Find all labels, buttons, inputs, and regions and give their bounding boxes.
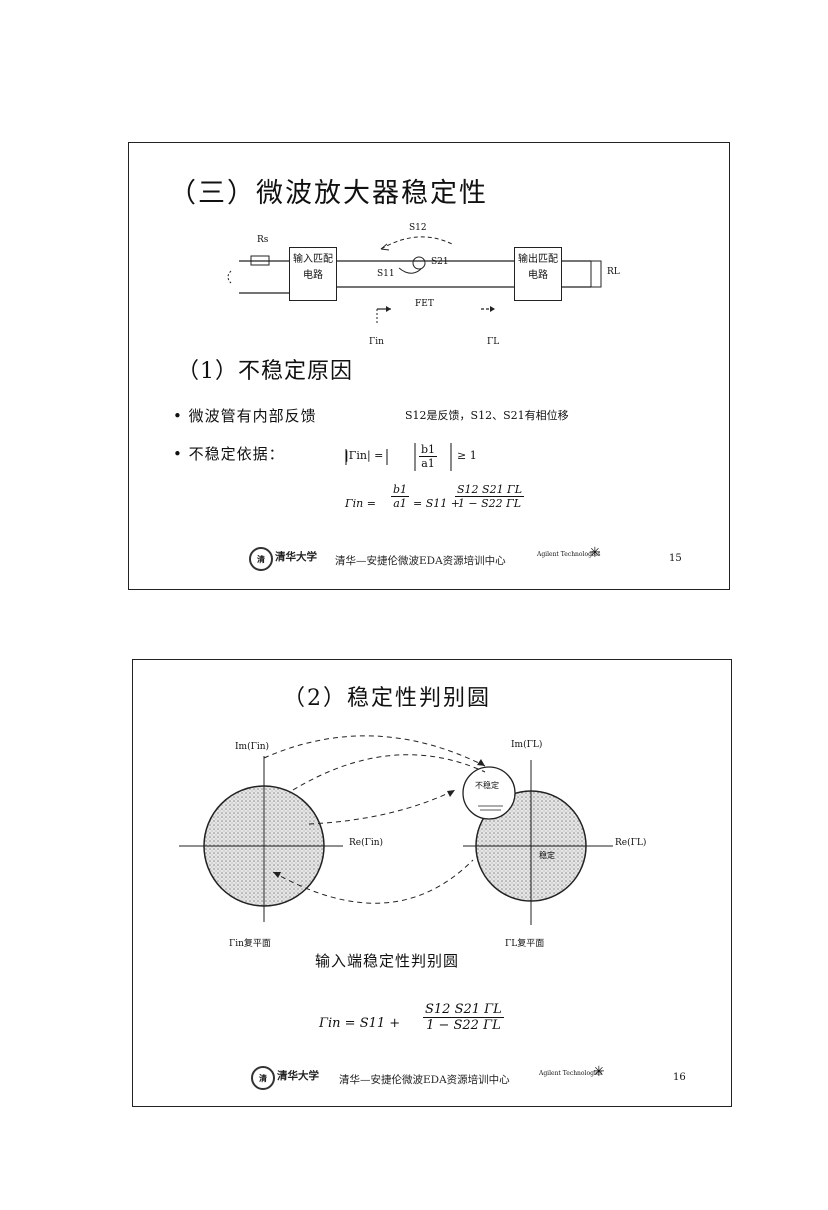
s12-label: S12 xyxy=(409,223,427,233)
left-re-axis-label: Re(Γin) xyxy=(349,838,384,848)
footer-center-name: 清华—安捷伦微波EDA资源培训中心 xyxy=(335,555,506,567)
gamma-in-label: Γin xyxy=(369,337,384,347)
rl-label: RL xyxy=(607,267,620,277)
criterion-rhs: ≥ 1 xyxy=(457,449,477,462)
formula-frac-num: S12 S21 ΓL xyxy=(423,1002,504,1018)
unstable-region-label: 不稳定 xyxy=(475,781,499,790)
stability-circle-diagram xyxy=(179,735,613,925)
criterion-numerator: b1 xyxy=(419,443,438,457)
section-subtitle: （1）不稳定原因 xyxy=(177,359,353,384)
page-number: 16 xyxy=(673,1072,686,1083)
right-im-axis-label: Im(ΓL) xyxy=(511,740,543,750)
right-re-axis-label: Re(ΓL) xyxy=(615,838,647,848)
formula-lhs: Γin = S11 + xyxy=(319,1016,401,1031)
formula-fraction-1: b1 a1 xyxy=(391,483,410,510)
amplifier-circuit-diagram xyxy=(227,236,602,471)
slide-title: （2）稳定性判别圆 xyxy=(283,686,491,711)
right-plane-label: ΓL复平面 xyxy=(505,939,545,949)
footer-university: 清华大学 xyxy=(277,1070,319,1082)
agilent-spark-icon: ✳ xyxy=(589,545,601,561)
footer-center-name: 清华—安捷伦微波EDA资源培训中心 xyxy=(339,1074,510,1086)
formula-lhs: Γin = xyxy=(345,497,376,510)
fet-label: FET xyxy=(415,299,434,309)
agilent-spark-icon: ✳ xyxy=(593,1064,605,1080)
slide-16: （2）稳定性判别圆 Im(Γin) Re(Γin) Im(ΓL) xyxy=(132,659,732,1107)
footer-university: 清华大学 xyxy=(275,551,317,563)
gamma-l-label: ΓL xyxy=(487,337,500,347)
output-matching-box: 输出匹配电路 xyxy=(514,247,562,301)
left-plane-label: Γin复平面 xyxy=(229,939,271,949)
footer-brand: Agilent Technologies xyxy=(537,551,601,558)
diagram-caption: 输入端稳定性判别圆 xyxy=(315,952,460,970)
formula-frac2-num: S12 S21 ΓL xyxy=(455,483,524,497)
formula-mid: = S11 + xyxy=(413,497,460,510)
page-number: 15 xyxy=(669,553,682,564)
slide-title: （三）微波放大器稳定性 xyxy=(169,178,488,209)
formula-frac-den: 1 − S22 ΓL xyxy=(426,1018,501,1033)
criterion-denominator: a1 xyxy=(421,457,435,470)
tsinghua-logo-icon: 清 xyxy=(249,547,273,571)
footer-brand: Agilent Technologies xyxy=(539,1070,603,1077)
criterion-lhs: |Γin| = xyxy=(345,449,384,462)
s11-label: S11 xyxy=(377,269,395,279)
formula-fraction: S12 S21 ΓL 1 − S22 ΓL xyxy=(423,1002,504,1033)
stable-region-label: 稳定 xyxy=(539,851,555,860)
slide-15: （三）微波放大器稳定性 Rs 输入匹配电路 输出匹配电路 RL S1 xyxy=(128,142,730,590)
s21-label: S21 xyxy=(431,257,449,267)
formula-frac1-num: b1 xyxy=(391,483,410,497)
input-matching-box: 输入匹配电路 xyxy=(289,247,337,301)
bullet-instability-criterion: • 不稳定依据： xyxy=(173,445,285,463)
bullet-internal-feedback: • 微波管有内部反馈 xyxy=(173,407,317,425)
rs-label: Rs xyxy=(257,235,269,245)
criterion-fraction: b1 a1 xyxy=(419,443,438,470)
formula-fraction-2: S12 S21 ΓL 1 − S22 ΓL xyxy=(455,483,524,510)
formula-frac1-den: a1 xyxy=(393,497,407,510)
tsinghua-logo-icon: 清 xyxy=(251,1066,275,1090)
left-im-axis-label: Im(Γin) xyxy=(235,742,270,752)
bullet-feedback-note: S12是反馈，S12、S21有相位移 xyxy=(405,409,569,422)
formula-frac2-den: 1 − S22 ΓL xyxy=(457,497,522,510)
